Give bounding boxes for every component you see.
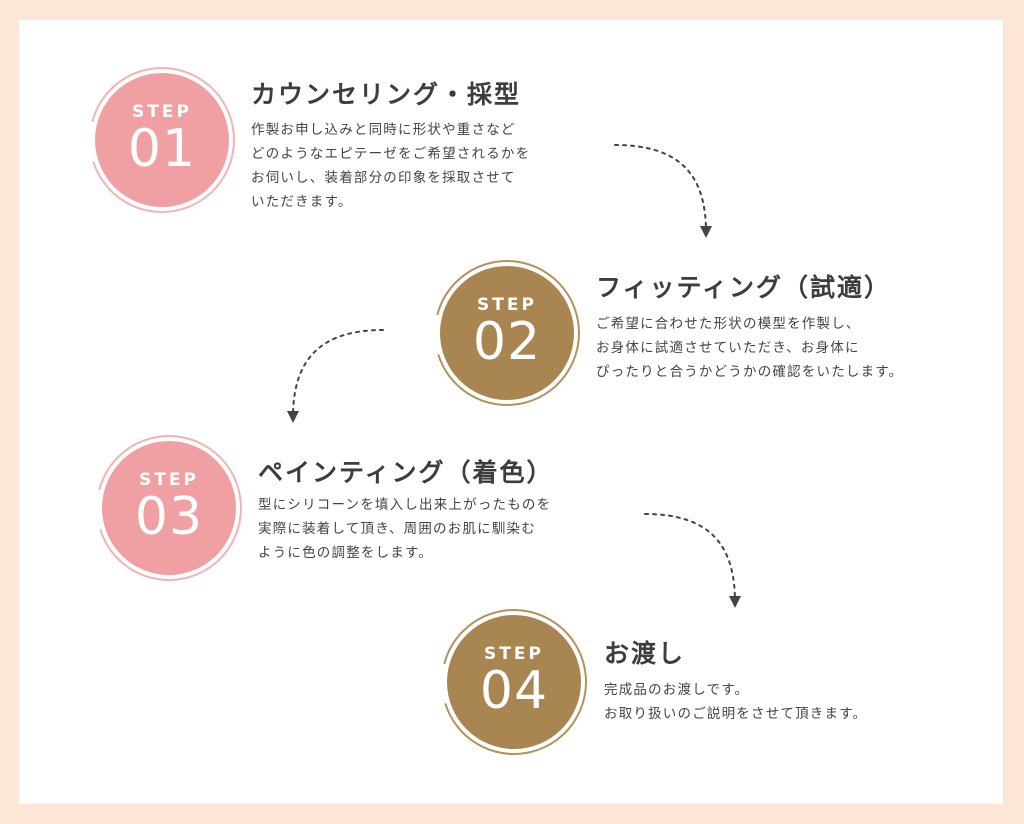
step-02-label: STEP — [477, 295, 537, 315]
step-04-title: お渡し — [604, 639, 686, 668]
step-02-line-3: ぴったりと合うかどうかの確認をいたします。 — [596, 364, 904, 380]
step-04-description: 完成品のお渡しです。 お取り扱いのご説明をさせて頂きます。 — [604, 678, 867, 726]
step-04-circle — [441, 609, 587, 755]
step-04-number: 04 — [479, 661, 549, 721]
step-03-number: 03 — [134, 487, 204, 547]
step-04-line-2: お取り扱いのご説明をさせて頂きます。 — [604, 706, 868, 722]
step-01-badge: STEP 01 — [87, 65, 237, 215]
step-02-line-1: ご希望に合わせた形状の模型を作製し、 — [596, 316, 861, 332]
step-02-badge: STEP 02 — [432, 258, 582, 408]
step-03-line-2: 実際に装着して頂き、周囲のお肌に馴染む — [258, 521, 536, 537]
step-01-label: STEP — [132, 102, 192, 122]
step-02-title: フィッティング（試適） — [596, 273, 892, 302]
step-01-line-2: どのようなエピテーゼをご希望されるかを — [251, 146, 531, 162]
step-04-badge: STEP 04 — [439, 607, 589, 757]
step-03-label: STEP — [139, 470, 199, 490]
step-01-line-3: お伺いし、装着部分の印象を採取させて — [251, 170, 516, 186]
step-01-circle — [89, 67, 235, 213]
step-01-line-4: いただきます。 — [251, 194, 353, 210]
step-01-line-1: 作製お申し込みと同時に形状や重さなど — [251, 122, 516, 138]
step-02-line-2: お身体に試適させていただき、お身体に — [596, 340, 860, 356]
step-04-line-1: 完成品のお渡しです。 — [604, 682, 750, 698]
step-03-badge: STEP 03 — [94, 433, 244, 583]
step-03-title: ペインティング（着色） — [258, 458, 554, 487]
step-02-number: 02 — [472, 312, 542, 372]
step-02-circle — [434, 260, 580, 406]
step-03-line-1: 型にシリコーンを填入し出来上がったものを — [258, 497, 552, 513]
step-03-line-3: ように色の調整をします。 — [258, 545, 434, 561]
step-01-description: 作製お申し込みと同時に形状や重さなど どのようなエピテーゼをご希望されるかを お… — [251, 118, 530, 214]
step-03-description: 型にシリコーンを填入し出来上がったものを 実際に装着して頂き、周囲のお肌に馴染む… — [258, 493, 551, 565]
step-04-label: STEP — [484, 644, 544, 664]
step-01-title: カウンセリング・採型 — [251, 80, 522, 109]
step-03-circle — [96, 435, 242, 581]
step-02-description: ご希望に合わせた形状の模型を作製し、 お身体に試適させていただき、お身体に ぴっ… — [596, 312, 903, 384]
step-01-number: 01 — [127, 119, 197, 179]
